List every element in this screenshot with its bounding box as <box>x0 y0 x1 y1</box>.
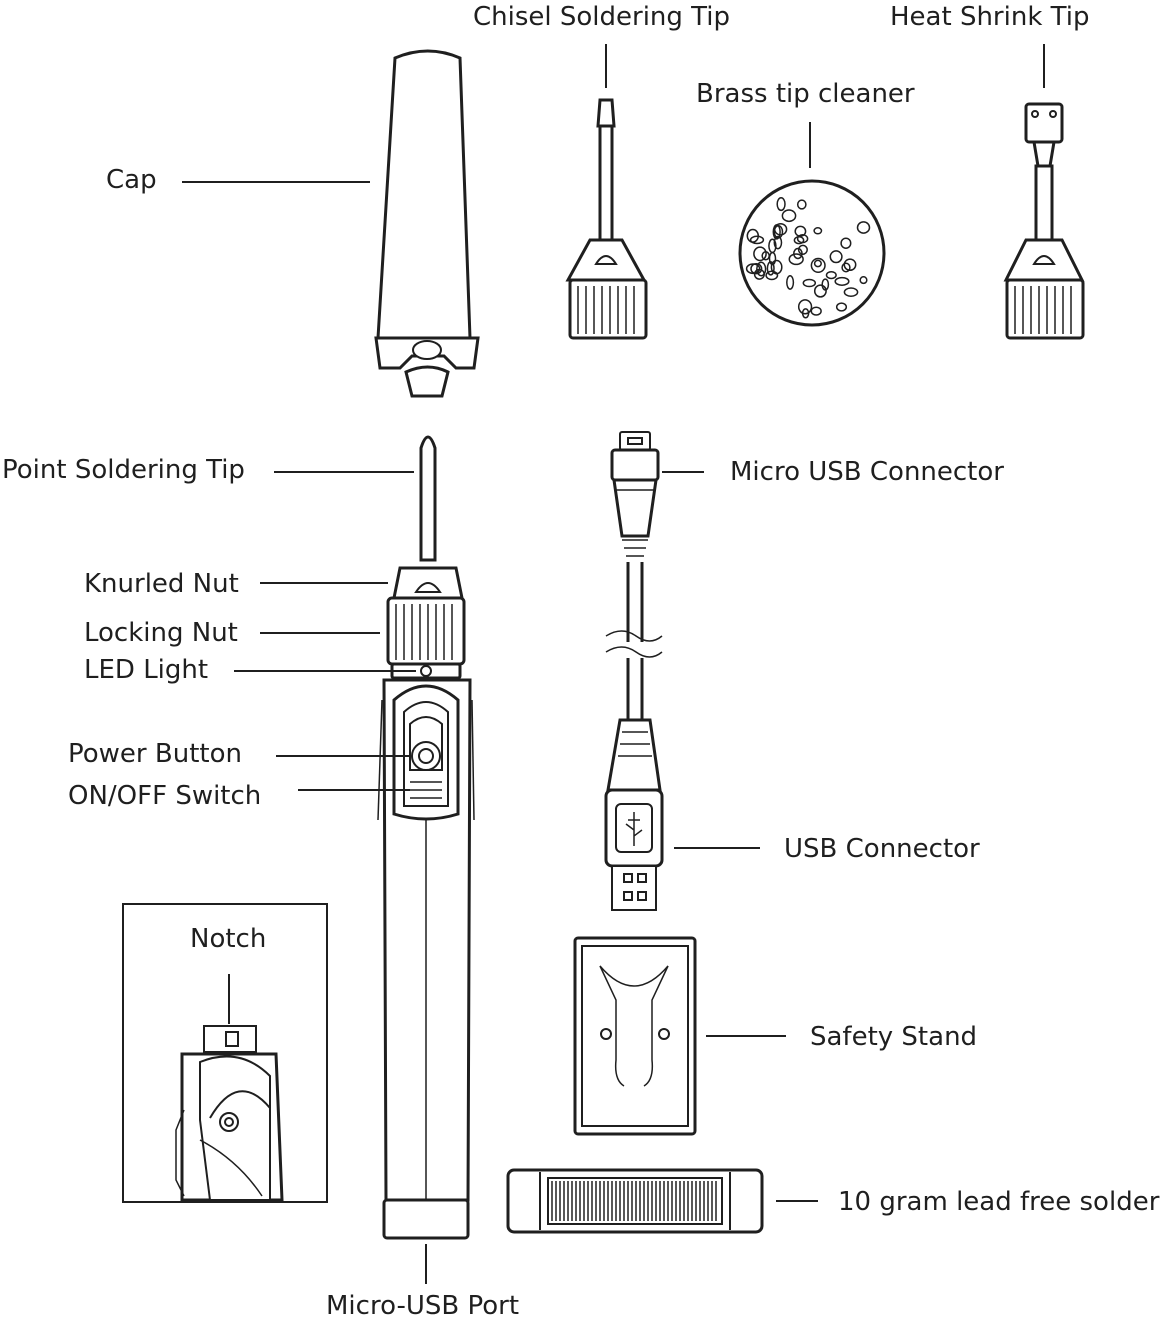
knurled-nut-label: Knurled Nut <box>84 569 239 599</box>
chisel-tip-label: Chisel Soldering Tip <box>473 2 730 32</box>
notch-inset <box>122 903 328 1203</box>
point-tip-label: Point Soldering Tip <box>2 455 245 485</box>
brass-cleaner-label: Brass tip cleaner <box>696 79 915 109</box>
locking-nut-label: Locking Nut <box>84 618 238 648</box>
chisel-tip-drawing <box>565 98 648 340</box>
usb-connector-label: USB Connector <box>784 834 980 864</box>
usb-cable-drawing <box>604 431 664 911</box>
cap-drawing <box>374 49 480 398</box>
heat-shrink-tip-label: Heat Shrink Tip <box>890 2 1089 32</box>
chisel-tip-knurling <box>577 286 635 334</box>
heat-shrink-tip-knurling <box>1014 286 1072 334</box>
power-button-label: Power Button <box>68 739 242 769</box>
brass-cleaner-drawing <box>738 179 886 327</box>
on-off-switch-label: ON/OFF Switch <box>68 781 261 811</box>
heat-shrink-tip-drawing <box>1003 102 1085 340</box>
safety-stand-drawing <box>573 936 697 1136</box>
solder-label: 10 gram lead free solder <box>838 1187 1160 1217</box>
micro-usb-port-label: Micro-USB Port <box>326 1291 519 1320</box>
solder-drawing <box>506 1168 764 1234</box>
cap-label: Cap <box>106 165 157 195</box>
safety-stand-label: Safety Stand <box>810 1022 977 1052</box>
led-light-label: LED Light <box>84 655 208 685</box>
soldering-iron-drawing <box>377 435 475 1240</box>
micro-usb-connector-label: Micro USB Connector <box>730 457 1004 487</box>
notch-label: Notch <box>190 924 266 954</box>
